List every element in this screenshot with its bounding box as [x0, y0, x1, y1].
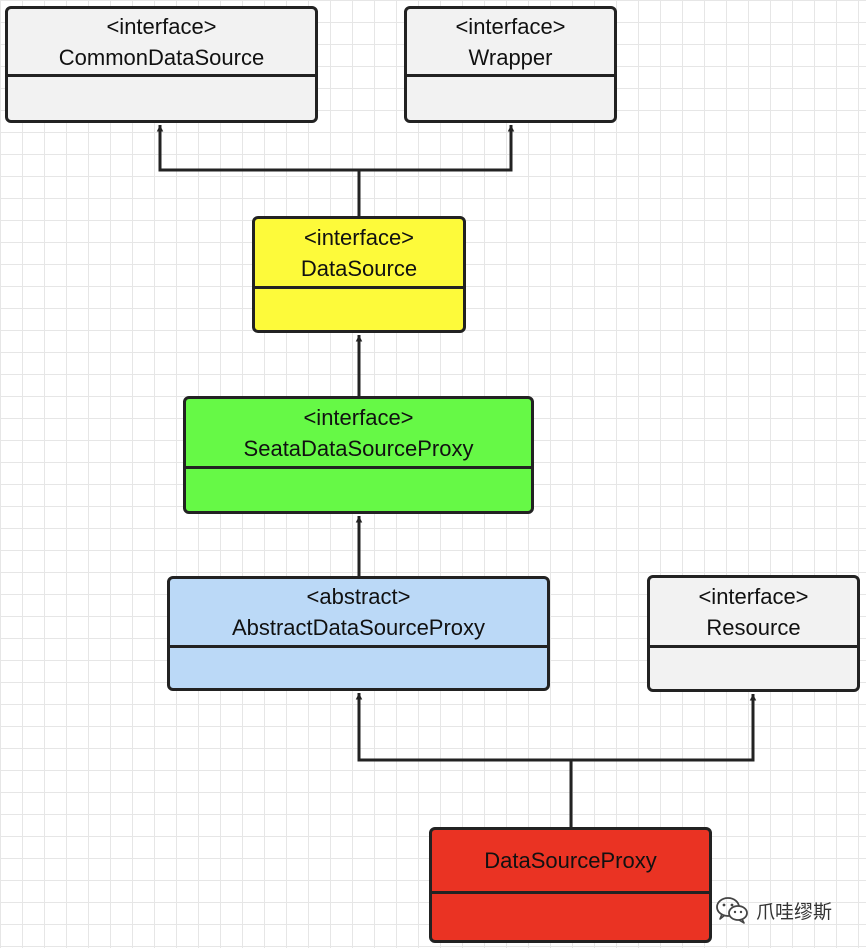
class-name: DataSourceProxy: [484, 848, 657, 873]
edge-dsp-to-abstract: [355, 693, 573, 827]
class-members-compartment: [650, 648, 857, 689]
class-header: <interface> Wrapper: [407, 9, 614, 77]
stereotype-label: <interface>: [698, 583, 809, 609]
stereotype-label: <interface>: [303, 224, 415, 250]
class-name: CommonDataSource: [58, 44, 265, 70]
class-box-data-source: <interface> DataSource: [252, 216, 466, 333]
class-members-compartment: [170, 648, 547, 688]
class-box-data-source-proxy: DataSourceProxy: [429, 827, 712, 943]
class-header: <interface> SeataDataSourceProxy: [186, 399, 531, 469]
edge-datasource-to-wrapper: [359, 125, 515, 172]
class-name: SeataDataSourceProxy: [243, 435, 474, 461]
class-members-compartment: [186, 469, 531, 511]
class-name: AbstractDataSourceProxy: [231, 615, 486, 640]
class-header: <interface> DataSource: [255, 219, 463, 289]
class-header: <abstract> AbstractDataSourceProxy: [170, 579, 547, 648]
class-box-abstract-data-source-proxy: <abstract> AbstractDataSourceProxy: [167, 576, 550, 691]
class-members-compartment: [432, 894, 709, 940]
class-box-wrapper: <interface> Wrapper: [404, 6, 617, 123]
stereotype-label: <interface>: [455, 13, 566, 39]
stereotype-label: <interface>: [106, 13, 217, 39]
class-box-seata-data-source-proxy: <interface> SeataDataSourceProxy: [183, 396, 534, 514]
class-header: <interface> Resource: [650, 578, 857, 648]
class-name: Wrapper: [468, 44, 553, 70]
class-name: Resource: [706, 614, 801, 640]
class-members-compartment: [255, 289, 463, 330]
class-name: DataSource: [300, 255, 418, 281]
edge-dsp-to-resource: [571, 694, 757, 762]
class-header: DataSourceProxy: [432, 830, 709, 894]
class-members-compartment: [8, 77, 315, 120]
class-box-common-data-source: <interface> CommonDataSource: [5, 6, 318, 123]
class-members-compartment: [407, 77, 614, 120]
class-header: <interface> CommonDataSource: [8, 9, 315, 77]
stereotype-label: <abstract>: [306, 584, 411, 609]
watermark: 爪哇缪斯: [714, 895, 832, 925]
edge-datasource-to-common: [156, 125, 361, 216]
wechat-icon: [716, 897, 748, 924]
watermark-text: 爪哇缪斯: [756, 900, 833, 923]
class-box-resource: <interface> Resource: [647, 575, 860, 692]
stereotype-label: <interface>: [303, 404, 414, 430]
